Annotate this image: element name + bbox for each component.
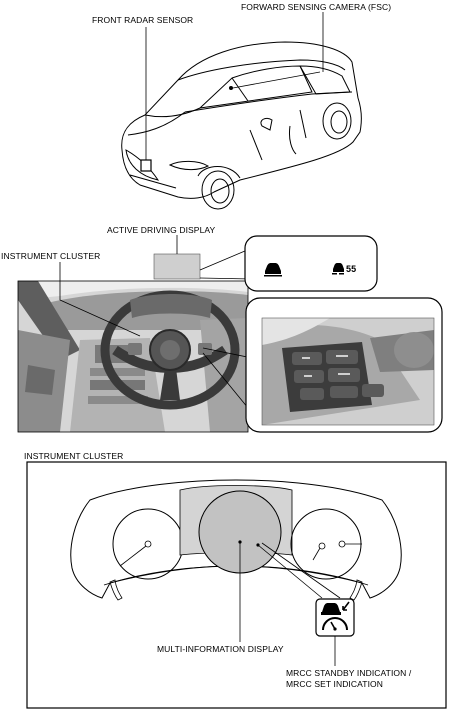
car-ahead-icon	[264, 263, 282, 277]
label-active-driving-display: ACTIVE DRIVING DISPLAY	[107, 225, 216, 235]
mrcc-indicator-icon	[315, 598, 355, 637]
label-mrcc-indication-2: MRCC SET INDICATION	[286, 679, 383, 689]
label-instrument-cluster-top: INSTRUMENT CLUSTER	[1, 251, 101, 261]
forward-sensing-camera-mark	[229, 86, 233, 90]
label-cruise-control-switch: CRUISE CONTROL SWITCH	[282, 305, 396, 315]
set-speed-icon	[332, 263, 344, 275]
label-mrcc-indication-1: MRCC STANDBY INDICATION /	[286, 668, 412, 678]
set-speed-value: 55	[346, 264, 357, 274]
front-radar-sensor-box	[140, 159, 152, 172]
label-front-radar-sensor: FRONT RADAR SENSOR	[92, 15, 194, 25]
label-instrument-cluster-section: INSTRUMENT CLUSTER	[24, 451, 124, 461]
active-driving-display-area	[153, 253, 201, 280]
label-forward-sensing-camera: FORWARD SENSING CAMERA (FSC)	[241, 2, 392, 12]
left-gauge	[112, 508, 184, 580]
right-gauge	[290, 508, 362, 580]
center-round-display	[198, 490, 282, 574]
multi-information-display-area	[179, 485, 293, 556]
label-multi-information-display: MULTI-INFORMATION DISPLAY	[157, 644, 284, 654]
